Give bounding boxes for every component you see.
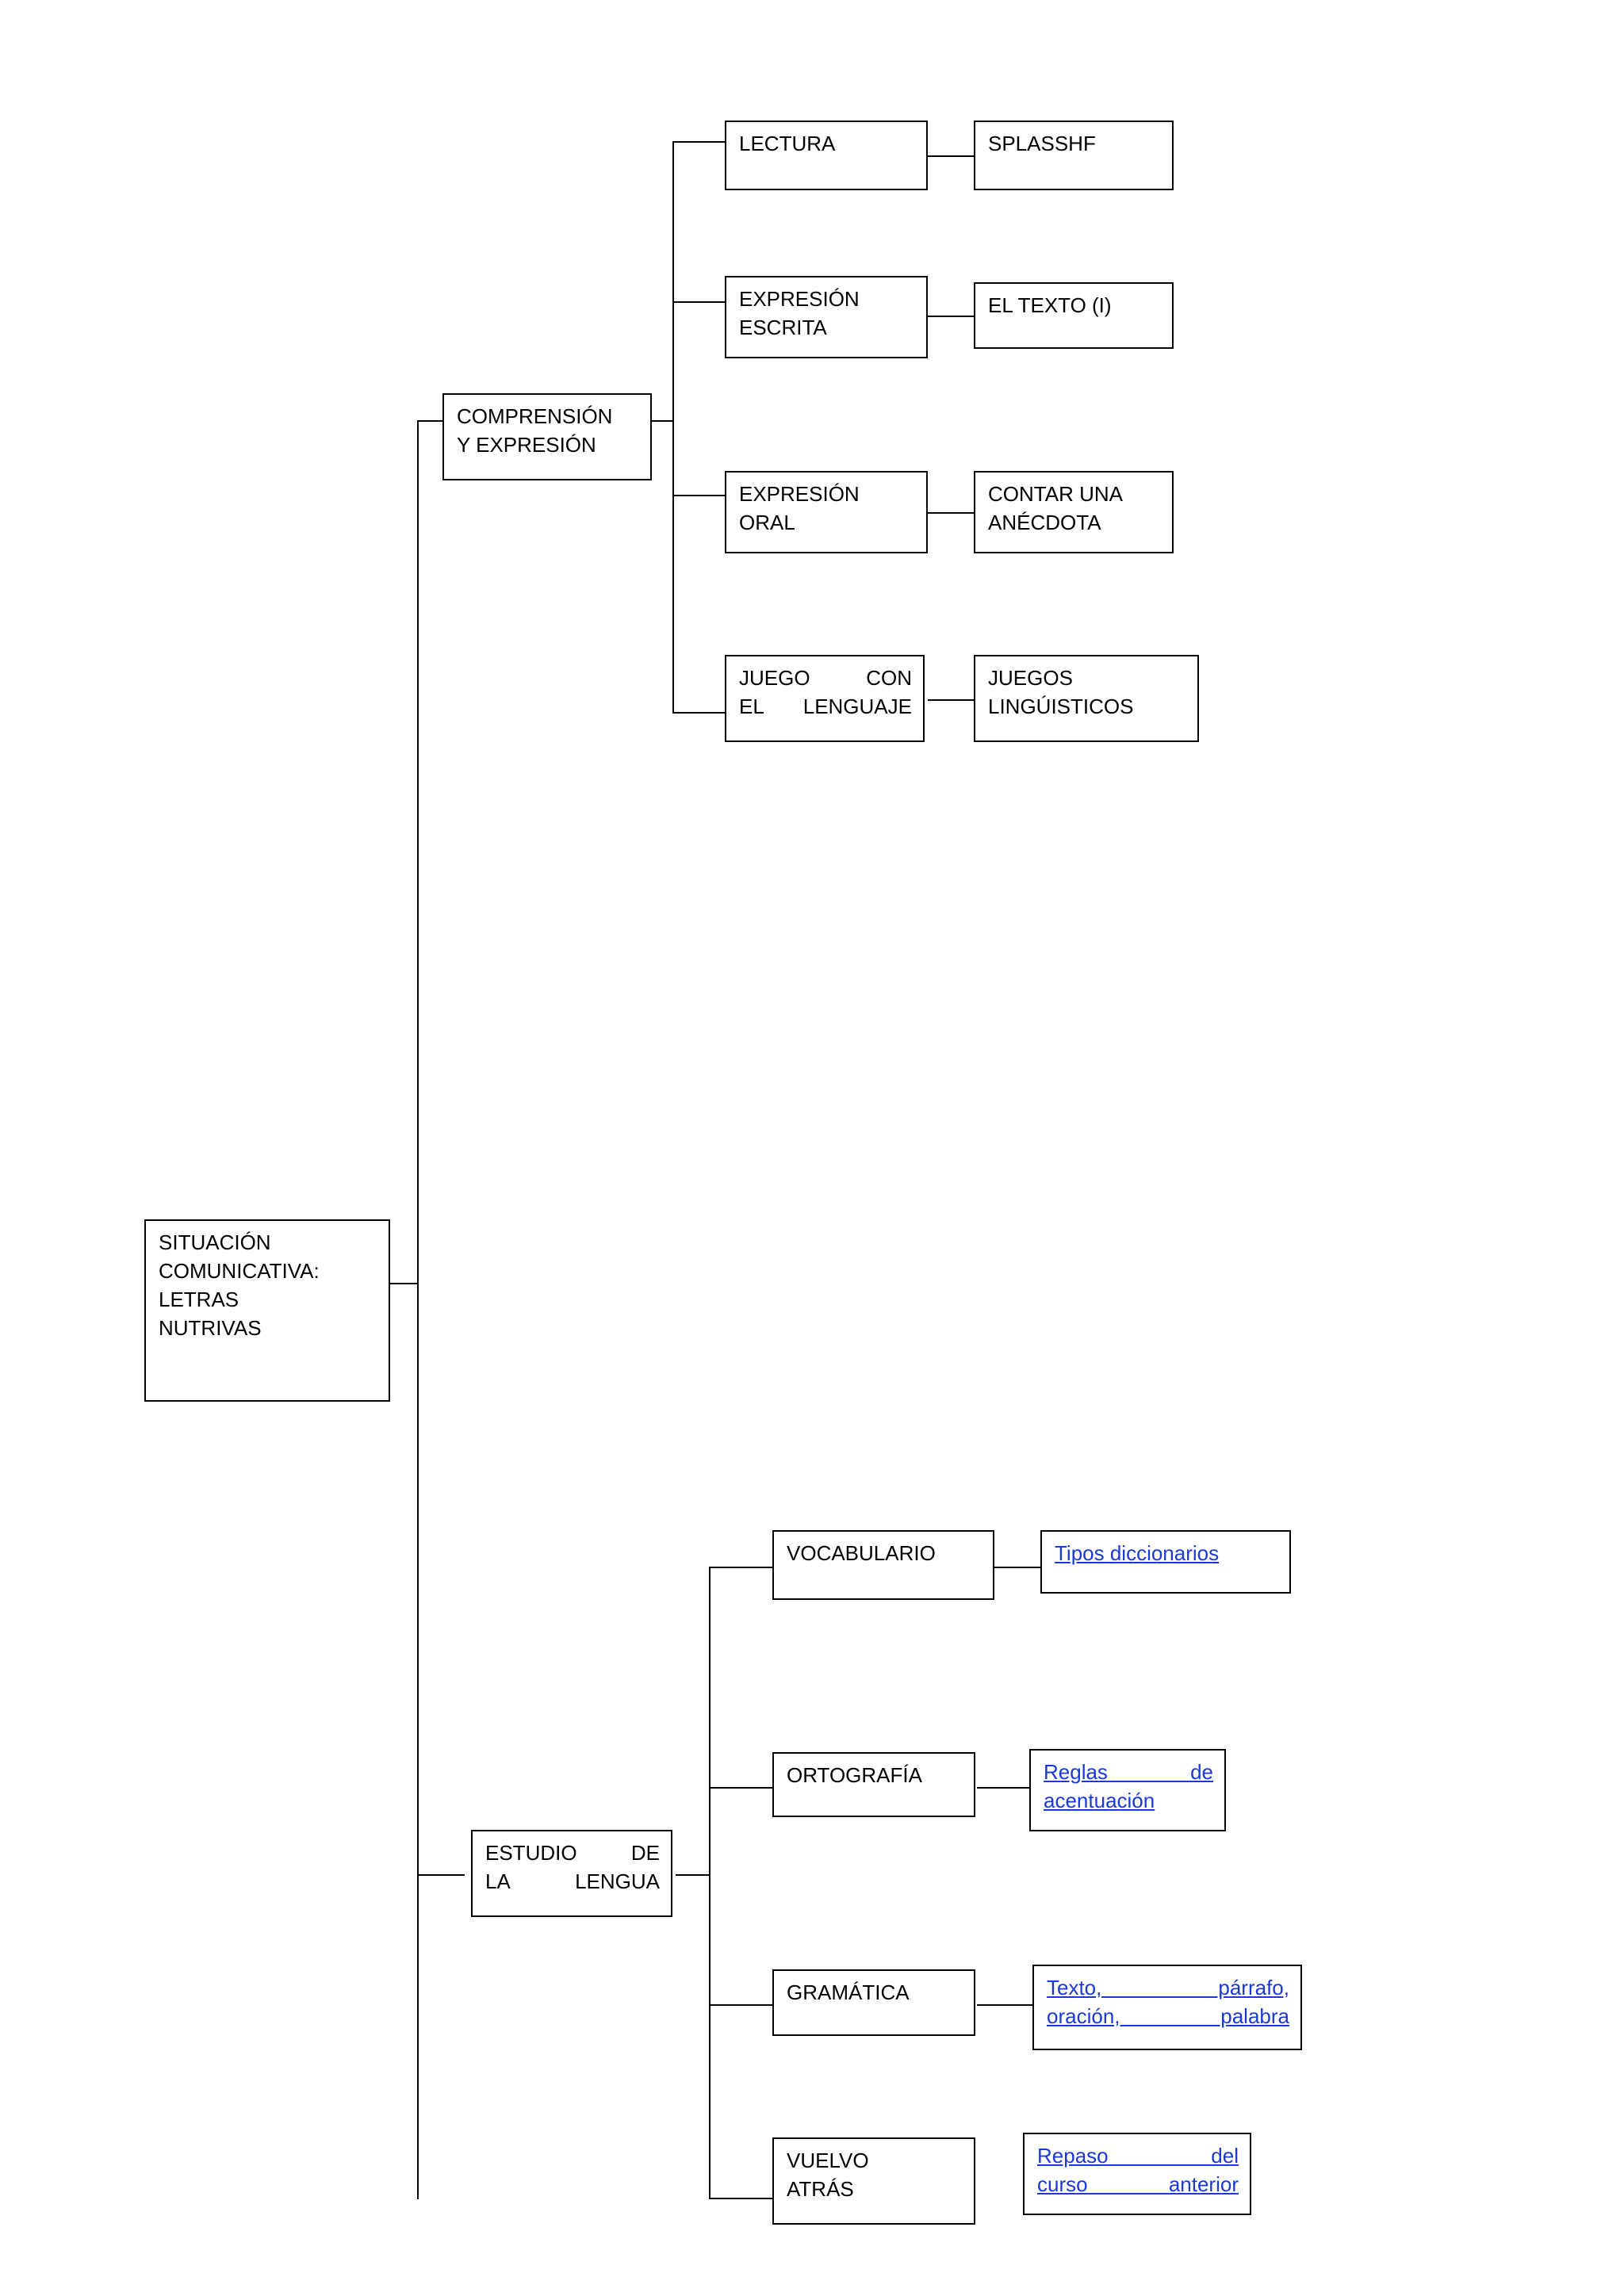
connector-gramatica-texto: [977, 2004, 1032, 2006]
connector-ortografia-reglas: [977, 1787, 1029, 1789]
node-vocabulario[interactable]: VOCABULARIO: [772, 1530, 994, 1600]
connector-spine-estudio: [417, 1874, 465, 1876]
node-vuelvo-atras[interactable]: VUELVO ATRÁS: [772, 2137, 975, 2225]
node-comprension-y-expresion[interactable]: COMPRENSIÓN Y EXPRESIÓN: [442, 393, 652, 480]
node-ortografia[interactable]: ORTOGRAFÍA: [772, 1752, 975, 1817]
node-contar-una-anecdota[interactable]: CONTAR UNA ANÉCDOTA: [974, 471, 1174, 553]
connector-estudio-vbar: [709, 1567, 710, 2198]
node-gramatica[interactable]: GRAMÁTICA: [772, 1969, 975, 2036]
connector-estudio-gramatica: [709, 2004, 772, 2006]
node-lectura[interactable]: LECTURA: [725, 121, 928, 190]
connector-escrita-texto: [928, 316, 974, 317]
node-texto-parrafo-oracion-palabra[interactable]: Texto, párrafo, oración, palabra: [1032, 1965, 1302, 2050]
connector-lectura-splasshf: [928, 155, 974, 157]
connector-juego-juegos: [928, 699, 974, 701]
connector-root-spine: [390, 1283, 419, 1284]
node-expresion-oral[interactable]: EXPRESIÓN ORAL: [725, 471, 928, 553]
connector-estudio-vuelvo: [709, 2198, 772, 2199]
node-juegos-linguisticos[interactable]: JUEGOS LINGÚISTICOS: [974, 655, 1199, 742]
connector-spine-comprension: [417, 420, 444, 422]
node-el-texto-i[interactable]: EL TEXTO (I): [974, 282, 1174, 349]
connector-estudio-out: [676, 1874, 710, 1876]
node-root[interactable]: SITUACIÓN COMUNICATIVA: LETRAS NUTRIVAS: [144, 1219, 390, 1402]
node-expresion-escrita[interactable]: EXPRESIÓN ESCRITA: [725, 276, 928, 358]
connector-comprension-juego: [672, 712, 726, 714]
connector-vocabulario-tipos: [993, 1567, 1040, 1568]
connector-main-spine: [417, 420, 419, 2199]
connector-comprension-escrita: [672, 301, 726, 303]
node-tipos-diccionarios[interactable]: Tipos diccionarios: [1040, 1530, 1291, 1594]
connector-oral-anecdota: [928, 512, 974, 514]
connector-comprension-lectura: [672, 141, 726, 143]
node-repaso-del-curso-anterior[interactable]: Repaso del curso anterior: [1023, 2133, 1251, 2215]
connector-comprension-vbar: [672, 141, 674, 712]
node-splasshf[interactable]: SPLASSHF: [974, 121, 1174, 190]
connector-estudio-ortografia: [709, 1787, 772, 1789]
connector-comprension-out: [650, 420, 674, 422]
node-juego-con-el-lenguaje[interactable]: JUEGO CON EL LENGUAJE: [725, 655, 925, 742]
connector-estudio-vocabulario: [709, 1567, 772, 1568]
connector-comprension-oral: [672, 495, 726, 496]
node-reglas-de-acentuacion[interactable]: Reglas de acentuación: [1029, 1749, 1226, 1831]
node-estudio-de-la-lengua[interactable]: ESTUDIO DE LA LENGUA: [471, 1830, 672, 1917]
